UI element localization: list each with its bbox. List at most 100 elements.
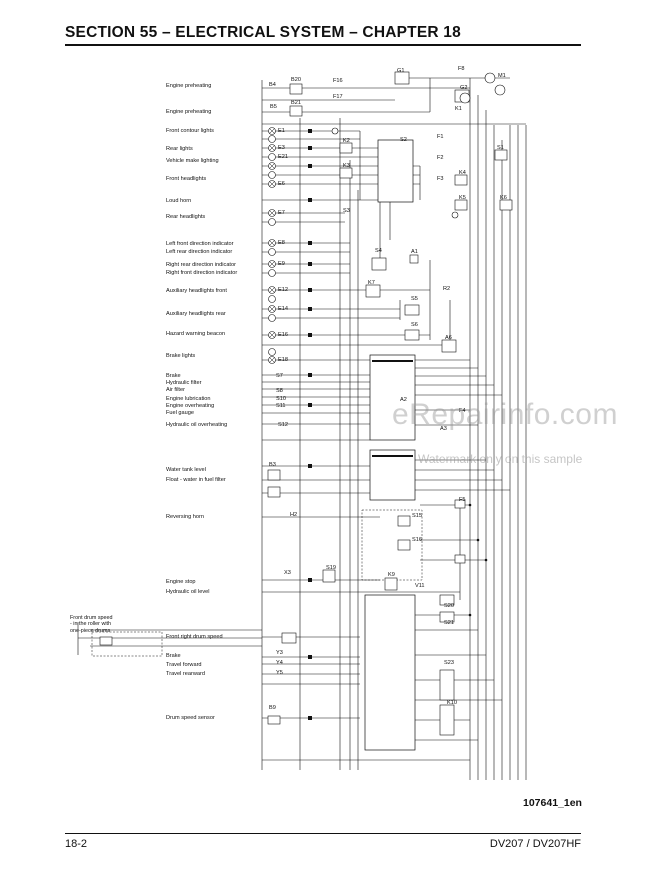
component-id: S12 <box>278 422 288 428</box>
component-id: E6 <box>278 181 285 187</box>
circuit-label: Hazard warning beacon <box>166 331 226 337</box>
component-id: S15 <box>412 513 422 519</box>
circuit-label: Right rear direction indicator <box>166 262 236 268</box>
circuit-label: Rear lights <box>166 146 193 152</box>
circuit-label: Hydraulic filter <box>166 380 202 386</box>
component-id: R2 <box>443 286 451 292</box>
component-id: S23 <box>444 660 454 666</box>
component-id: K10 <box>447 700 457 706</box>
circuit-label: Travel rearward <box>166 671 205 677</box>
circuit-label: Engine lubrication <box>166 396 211 402</box>
circuit-label: Auxiliary headlights rear <box>166 311 226 317</box>
component-id: S21 <box>444 620 454 626</box>
page-number: 18-2 <box>65 838 88 850</box>
component-id: S1 <box>497 145 504 151</box>
figure-number: 107641_1en <box>523 797 582 809</box>
component-id: A1 <box>411 249 418 255</box>
component-id: K2 <box>343 138 350 144</box>
circuit-label: Left front direction indicator <box>166 241 234 247</box>
component-id: G1 <box>397 68 405 74</box>
component-id: E18 <box>278 357 288 363</box>
component-id: B3 <box>269 462 276 468</box>
component-id: F8 <box>458 66 465 72</box>
circuit-label: Hydraulic oil overheating <box>166 422 228 428</box>
circuit-label: Engine preheating <box>166 109 212 115</box>
component-id: S3 <box>343 208 350 214</box>
component-id: K5 <box>459 195 466 201</box>
component-id: B4 <box>269 82 276 88</box>
component-id: H2 <box>290 512 298 518</box>
circuit-label: Engine stop <box>166 579 196 585</box>
component-id: S4 <box>375 248 382 254</box>
component-id: B21 <box>291 100 301 106</box>
circuit-label: Right front direction indicator <box>166 270 238 276</box>
side-note-line: Front drum speed <box>70 615 113 621</box>
component-id: S7 <box>276 373 283 379</box>
component-id: K7 <box>368 280 375 286</box>
component-id: B9 <box>269 705 276 711</box>
component-id: E14 <box>278 306 288 312</box>
page-title: SECTION 55 – ELECTRICAL SYSTEM – CHAPTER… <box>65 24 461 41</box>
component-id: E7 <box>278 210 285 216</box>
circuit-label: Front contour lights <box>166 128 214 134</box>
component-id: K1 <box>455 106 462 112</box>
circuit-label: Brake <box>166 373 181 379</box>
component-id: A2 <box>400 397 407 403</box>
side-note-line: - in the roller with <box>70 621 112 628</box>
circuit-label: Rear headlights <box>166 214 206 220</box>
component-id: K9 <box>388 572 395 578</box>
circuit-label: Brake lights <box>166 353 196 359</box>
circuit-label: Loud horn <box>166 198 192 204</box>
header-rule <box>65 44 581 46</box>
circuit-label: Left rear direction indicator <box>166 249 233 255</box>
component-id: S19 <box>326 565 336 571</box>
component-id: E16 <box>278 332 288 338</box>
component-id: F2 <box>437 155 444 161</box>
component-id: K6 <box>500 195 507 201</box>
circuit-label: Vehicle make lighting <box>166 158 219 164</box>
circuit-label: Reversing horn <box>166 514 204 520</box>
footer-rule <box>65 833 581 834</box>
component-id: E12 <box>278 287 288 293</box>
component-id: S10 <box>276 396 286 402</box>
component-id: K3 <box>343 163 350 169</box>
component-id: E9 <box>278 261 285 267</box>
circuit-label: Engine preheating <box>166 83 212 89</box>
component-id: F16 <box>333 78 343 84</box>
side-note-line: one-piece drums <box>70 627 111 634</box>
circuit-label: Front headlights <box>166 176 207 182</box>
component-id: F5 <box>459 497 466 503</box>
circuit-label: Air filter <box>166 387 185 393</box>
component-id: Y4 <box>276 660 283 666</box>
component-id: E21 <box>278 154 288 160</box>
component-id: E8 <box>278 240 285 246</box>
component-id: B5 <box>270 104 277 110</box>
component-id: S11 <box>276 403 286 409</box>
component-id: K4 <box>459 170 466 176</box>
component-id: V11 <box>415 583 425 589</box>
component-id: F1 <box>437 134 444 140</box>
model-name: DV207 / DV207HF <box>489 838 581 850</box>
circuit-label: Brake <box>166 653 181 659</box>
circuit-label: Drum speed sensor <box>166 715 215 721</box>
component-id: S8 <box>276 388 283 394</box>
circuit-label: Front right drum speed <box>166 634 223 640</box>
component-id: S20 <box>444 603 454 609</box>
circuit-label: Engine overheating <box>166 403 215 409</box>
component-id: F17 <box>333 94 343 100</box>
component-id: S2 <box>400 137 407 143</box>
component-id: G2 <box>460 85 468 91</box>
component-id: X3 <box>284 570 291 576</box>
component-id: F3 <box>437 176 444 182</box>
component-id: A6 <box>445 335 452 341</box>
component-id: E1 <box>278 128 285 134</box>
circuit-label: Water tank level <box>166 467 206 473</box>
circuit-label: Hydraulic oil level <box>166 589 210 595</box>
component-id: S5 <box>411 296 418 302</box>
component-id: E3 <box>278 145 285 151</box>
watermark-note: Watermark only on this sample <box>418 452 583 466</box>
watermark-site: eRepairinfo.com <box>392 398 618 431</box>
side-note: Front drum speed - in the roller with on… <box>70 615 113 634</box>
component-id: F4 <box>459 408 466 414</box>
